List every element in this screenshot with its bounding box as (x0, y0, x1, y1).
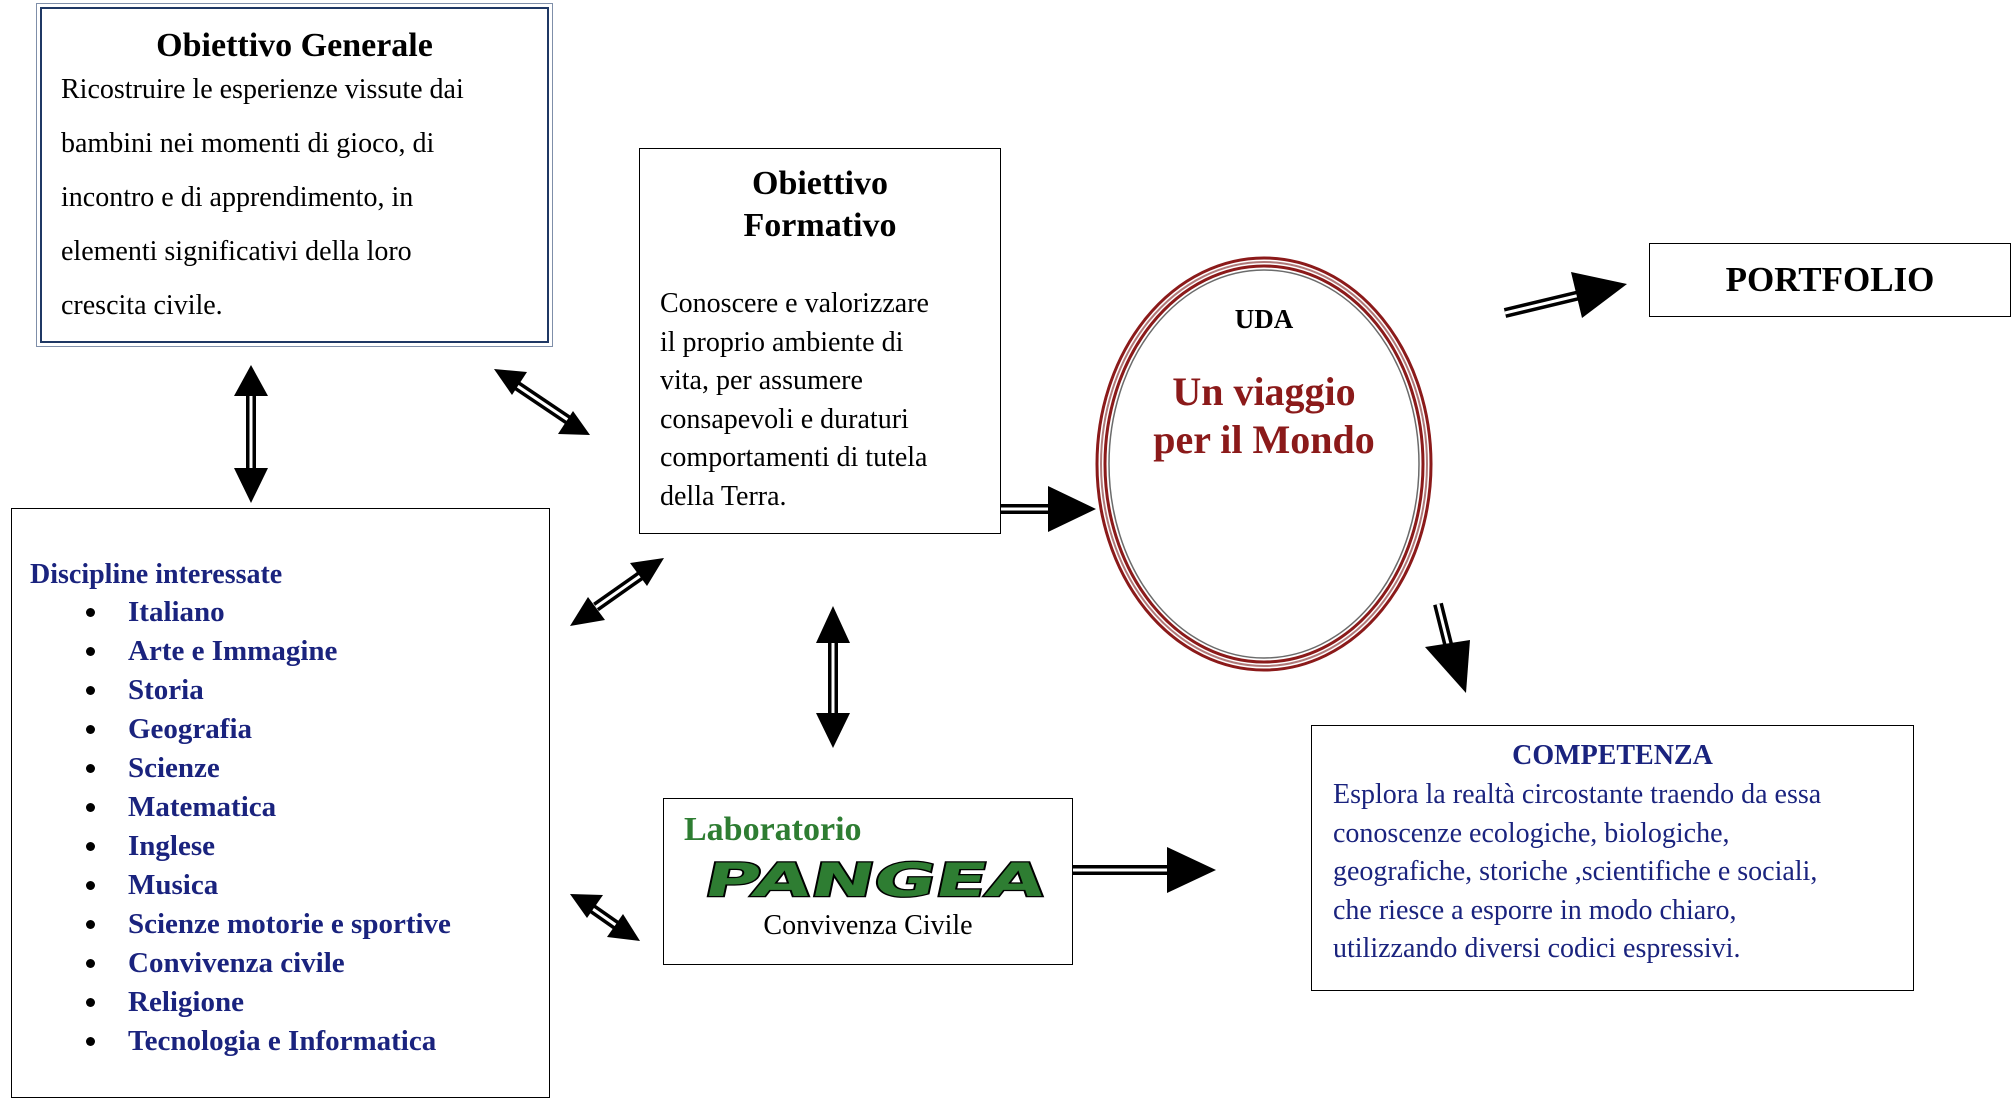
text-line: della Terra. (660, 480, 787, 512)
title-line: Un viaggio (1172, 369, 1356, 414)
pangea-wordart-text: PANGEA (700, 854, 1051, 906)
uda-ring-shape (1095, 256, 1433, 672)
discipline-label: Scienze (128, 752, 220, 784)
bullet-icon (86, 881, 95, 890)
uda-label: UDA (1234, 304, 1294, 334)
double-arrow-formativo-discipline (570, 558, 664, 626)
bullet-icon (86, 686, 95, 695)
laboratorio-subtitle: Convivenza Civile (763, 910, 973, 941)
title-line: Obiettivo (752, 165, 888, 202)
discipline-label: Inglese (128, 830, 215, 862)
discipline-label: Convivenza civile (128, 947, 345, 979)
uda-circle: UDA Un viaggio per il Mondo (1089, 250, 1439, 678)
discipline-label: Geografia (128, 713, 253, 745)
obiettivo-generale-box: Obiettivo Generale Ricostruire le esperi… (36, 3, 553, 347)
bullet-icon (86, 803, 95, 812)
discipline-label: Tecnologia e Informatica (128, 1025, 437, 1057)
text-line: Esplora la realtà circostante traendo da… (1333, 779, 1822, 810)
bullet-icon (86, 764, 95, 773)
bullet-icon (86, 998, 95, 1007)
arrow-formativo-uda (1001, 486, 1096, 532)
uda-title: Un viaggio per il Mondo (1089, 368, 1439, 464)
text-line: vita, per assumere (660, 365, 863, 396)
arrow-uda-portfolio (1503, 272, 1627, 318)
discipline-label: Scienze motorie e sportive (128, 908, 451, 940)
text-line: crescita civile. (61, 290, 223, 321)
list-item: Tecnologia e Informatica (12, 1022, 451, 1061)
title-line: per il Mondo (1153, 417, 1375, 462)
discipline-label: Religione (128, 986, 244, 1018)
title-line: Formativo (743, 207, 897, 244)
text-line: Ricostruire le esperienze vissute dai (61, 74, 464, 105)
list-item: Musica (12, 866, 451, 905)
pangea-wordart: PANGEA (698, 854, 1052, 906)
text-line: comportamenti di tutela (660, 442, 928, 473)
obiettivo-formativo-box: Obiettivo Formativo Conoscere e valorizz… (639, 148, 1001, 534)
text-line: che riesce a esporre in modo chiaro, (1333, 894, 1737, 926)
bullet-icon (86, 608, 95, 617)
text-line: il proprio ambiente di (660, 326, 904, 358)
arrow-laboratorio-competenza (1073, 847, 1216, 893)
list-item: Inglese (12, 827, 451, 866)
portfolio-box: PORTFOLIO (1649, 243, 2011, 317)
list-item: Geografia (12, 710, 451, 749)
laboratorio-title: Laboratorio (684, 811, 862, 848)
text-line: consapevoli e duraturi (660, 403, 909, 435)
text-line: conoscenze ecologiche, biologiche, (1333, 817, 1730, 849)
discipline-title: Discipline interessate (30, 559, 283, 590)
obiettivo-formativo-text: Conoscere e valorizzare il proprio ambie… (660, 285, 995, 516)
discipline-label: Musica (128, 869, 219, 901)
bullet-icon (86, 1037, 95, 1046)
competenza-title: COMPETENZA (1512, 740, 1713, 771)
double-arrow-formativo-laboratorio (816, 606, 850, 748)
list-item: Arte e Immagine (12, 632, 451, 671)
discipline-list: Italiano Arte e Immagine Storia Geografi… (12, 593, 451, 1061)
competenza-text: Esplora la realtà circostante traendo da… (1333, 776, 1908, 969)
laboratorio-box: Laboratorio PANGEA Convivenza Civile (663, 798, 1073, 965)
bullet-icon (86, 725, 95, 734)
portfolio-title: PORTFOLIO (1725, 260, 1935, 299)
text-line: bambini nei momenti di gioco, di (61, 128, 435, 159)
discipline-label: Matematica (128, 791, 277, 823)
list-item: Scienze motorie e sportive (12, 905, 451, 944)
obiettivo-formativo-title: Obiettivo Formativo (640, 163, 1000, 247)
list-item: Storia (12, 671, 451, 710)
text-line: elementi significativi della loro (61, 236, 412, 267)
list-item: Religione (12, 983, 451, 1022)
discipline-label: Arte e Immagine (128, 635, 338, 667)
double-arrow-og-formativo (494, 369, 590, 435)
discipline-label: Italiano (128, 596, 225, 628)
bullet-icon (86, 842, 95, 851)
bullet-icon (86, 920, 95, 929)
text-line: incontro e di apprendimento, in (61, 182, 414, 213)
bullet-icon (86, 959, 95, 968)
bullet-icon (86, 647, 95, 656)
list-item: Scienze (12, 749, 451, 788)
arrow-uda-competenza (1425, 602, 1470, 693)
text-line: utilizzando diversi codici espressivi. (1333, 933, 1741, 964)
obiettivo-generale-text: Ricostruire le esperienze vissute dai ba… (61, 63, 541, 333)
list-item: Matematica (12, 788, 451, 827)
discipline-label: Storia (128, 674, 204, 706)
double-arrow-og-discipline (234, 365, 268, 503)
list-item: Convivenza civile (12, 944, 451, 983)
obiettivo-generale-title: Obiettivo Generale (156, 27, 433, 64)
double-arrow-discipline-laboratorio (570, 894, 640, 941)
discipline-box: Discipline interessate Italiano Arte e I… (11, 508, 550, 1098)
list-item: Italiano (12, 593, 451, 632)
text-line: geografiche, storiche ,scientifiche e so… (1333, 856, 1818, 887)
competenza-box: COMPETENZA Esplora la realtà circostante… (1311, 725, 1914, 991)
text-line: Conoscere e valorizzare (660, 288, 929, 319)
